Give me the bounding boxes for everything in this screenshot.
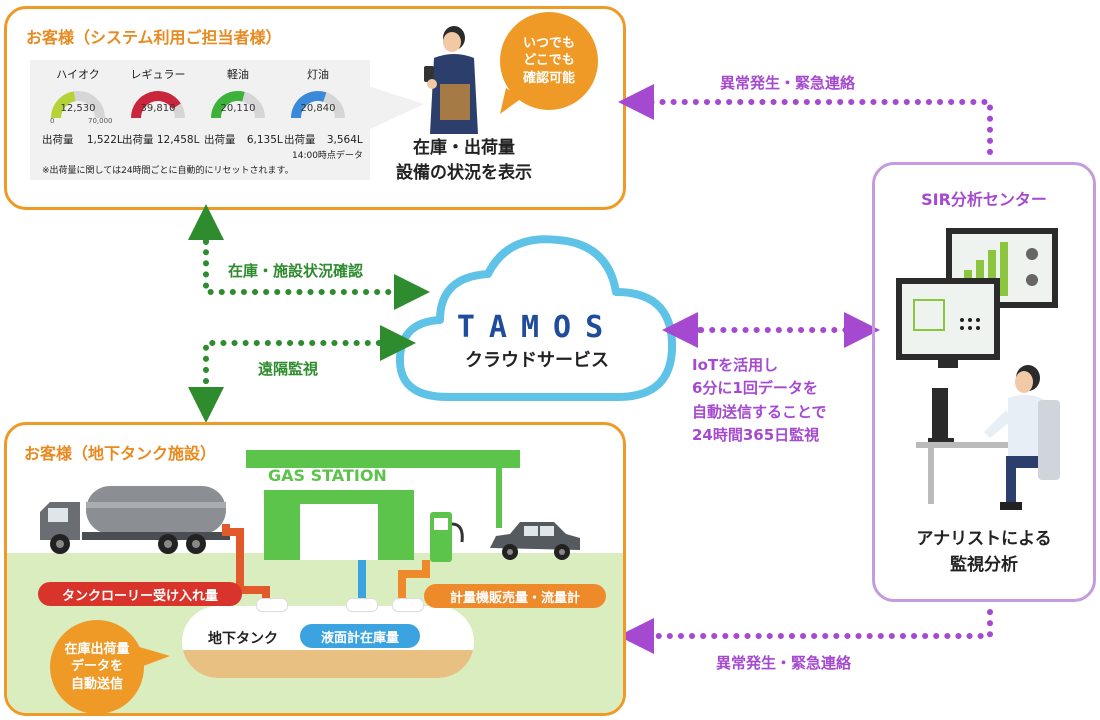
tanker-truck-icon — [40, 486, 230, 554]
gauge-name-1: レギュラー — [130, 68, 186, 81]
emergency-top-label: 異常発生・緊急連絡 — [720, 74, 856, 92]
tank-cap-left — [256, 598, 288, 612]
tamos-logo: TAMOS — [456, 310, 618, 345]
pipes — [222, 524, 430, 604]
analyst-line-1: 監視分析 — [950, 555, 1018, 576]
shipment-value-2: 6,135L — [246, 134, 283, 146]
station-pole — [496, 468, 502, 528]
gauge-arc-1 — [131, 91, 181, 119]
monitoring-workstation-icon — [896, 228, 1060, 510]
auto-send-bubble: 在庫出荷量 データを 自動送信 — [50, 620, 144, 714]
gauge-name-0: ハイオク — [56, 68, 100, 81]
tank-cap-right — [392, 598, 424, 612]
iot-caption: IoTを活用し 6分に1回データを 自動送信することで 24時間365日監視 — [692, 354, 827, 447]
shipment-1: 出荷量 12,458L — [122, 134, 200, 146]
auto-send-line-0: 在庫出荷量 — [64, 641, 130, 657]
fuel-pump-icon — [430, 512, 464, 562]
panel-pointer — [368, 86, 424, 130]
analyst-line-0: アナリストによる — [916, 529, 1052, 549]
gauge-arc-3 — [291, 91, 327, 119]
customer-system-title: お客様（システム利用ご担当者様） — [26, 28, 282, 47]
shipment-0: 出荷量 1,522L — [42, 134, 123, 146]
shipment-value-1: 12,458L — [156, 134, 200, 146]
iot-line-3: 24時間365日監視 — [692, 425, 820, 444]
anytime-line-2: 確認可能 — [522, 70, 575, 86]
status-check-label: 在庫・施設状況確認 — [228, 262, 364, 280]
gauge-value-2: 20,110 — [220, 103, 256, 114]
auto-send-line-1: データを — [70, 659, 123, 675]
station-sign: GAS STATION — [268, 466, 387, 485]
person-with-phone-icon — [424, 26, 478, 134]
anytime-bubble-tail — [500, 88, 522, 114]
iot-line-0: IoTを活用し — [692, 356, 779, 374]
level-gauge-label: 液面計在庫量 — [300, 624, 420, 648]
pump-sales-label: 計量機販売量・流量計 — [424, 584, 606, 608]
gauge-max-0: 70,000 — [88, 117, 113, 125]
iot-line-1: 6分に1回データを — [692, 379, 818, 398]
gauge-min-0: 0 — [50, 117, 55, 125]
cloud-service-label: クラウドサービス — [465, 350, 609, 371]
display-line-1: 設備の状況を表示 — [396, 162, 532, 183]
station-canopy — [246, 450, 520, 468]
gauge-panel — [30, 60, 370, 180]
reset-note: ※出荷量に関しては24時間ごとに自動的にリセットされます。 — [42, 166, 294, 176]
sir-center-panel — [872, 162, 1096, 602]
gauge-arc-2 — [211, 91, 245, 119]
display-caption: 在庫・出荷量 設備の状況を表示 — [384, 136, 544, 185]
anytime-line-1: どこでも — [523, 53, 575, 69]
shipment-value-3: 3,564L — [326, 134, 363, 146]
anytime-line-0: いつでも — [522, 35, 575, 51]
emergency-bottom-label: 異常発生・緊急連絡 — [716, 654, 852, 672]
gauge-value-3: 20,840 — [300, 103, 336, 114]
car-icon — [490, 522, 580, 560]
auto-send-line-2: 自動送信 — [70, 676, 123, 692]
display-line-0: 在庫・出荷量 — [413, 138, 515, 158]
tank-label: 地下タンク — [208, 631, 278, 647]
gauge-value-1: 39,810 — [140, 103, 176, 114]
gauge-name-2: 軽油 — [227, 68, 249, 81]
gauge-name-3: 灯油 — [307, 68, 329, 81]
lorry-intake-label: タンクローリー受け入れ量 — [38, 582, 242, 606]
gauge-value-0: 12,530 — [60, 103, 96, 114]
gauge-svg — [51, 91, 345, 119]
tank-cap-mid — [346, 598, 378, 612]
station-door — [300, 504, 378, 560]
tank-fuel-fill — [182, 650, 474, 678]
auto-send-bubble-tail — [136, 646, 170, 668]
sir-center-title: SIR分析センター — [921, 190, 1047, 209]
gauge-arc-0 — [51, 91, 76, 119]
iot-line-2: 自動送信することで — [692, 402, 827, 421]
customer-tank-title: お客様（地下タンク施設） — [24, 444, 217, 463]
anytime-bubble: いつでも どこでも 確認可能 — [500, 12, 598, 110]
analyst-caption: アナリストによる 監視分析 — [872, 526, 1096, 579]
shipment-3: 出荷量 3,564L — [284, 134, 363, 146]
time-note: 14:00時点データ — [292, 151, 363, 161]
shipment-value-0: 1,522L — [86, 134, 123, 146]
remote-monitor-label: 遠隔監視 — [258, 360, 319, 378]
shipment-2: 出荷量 6,135L — [204, 134, 283, 146]
